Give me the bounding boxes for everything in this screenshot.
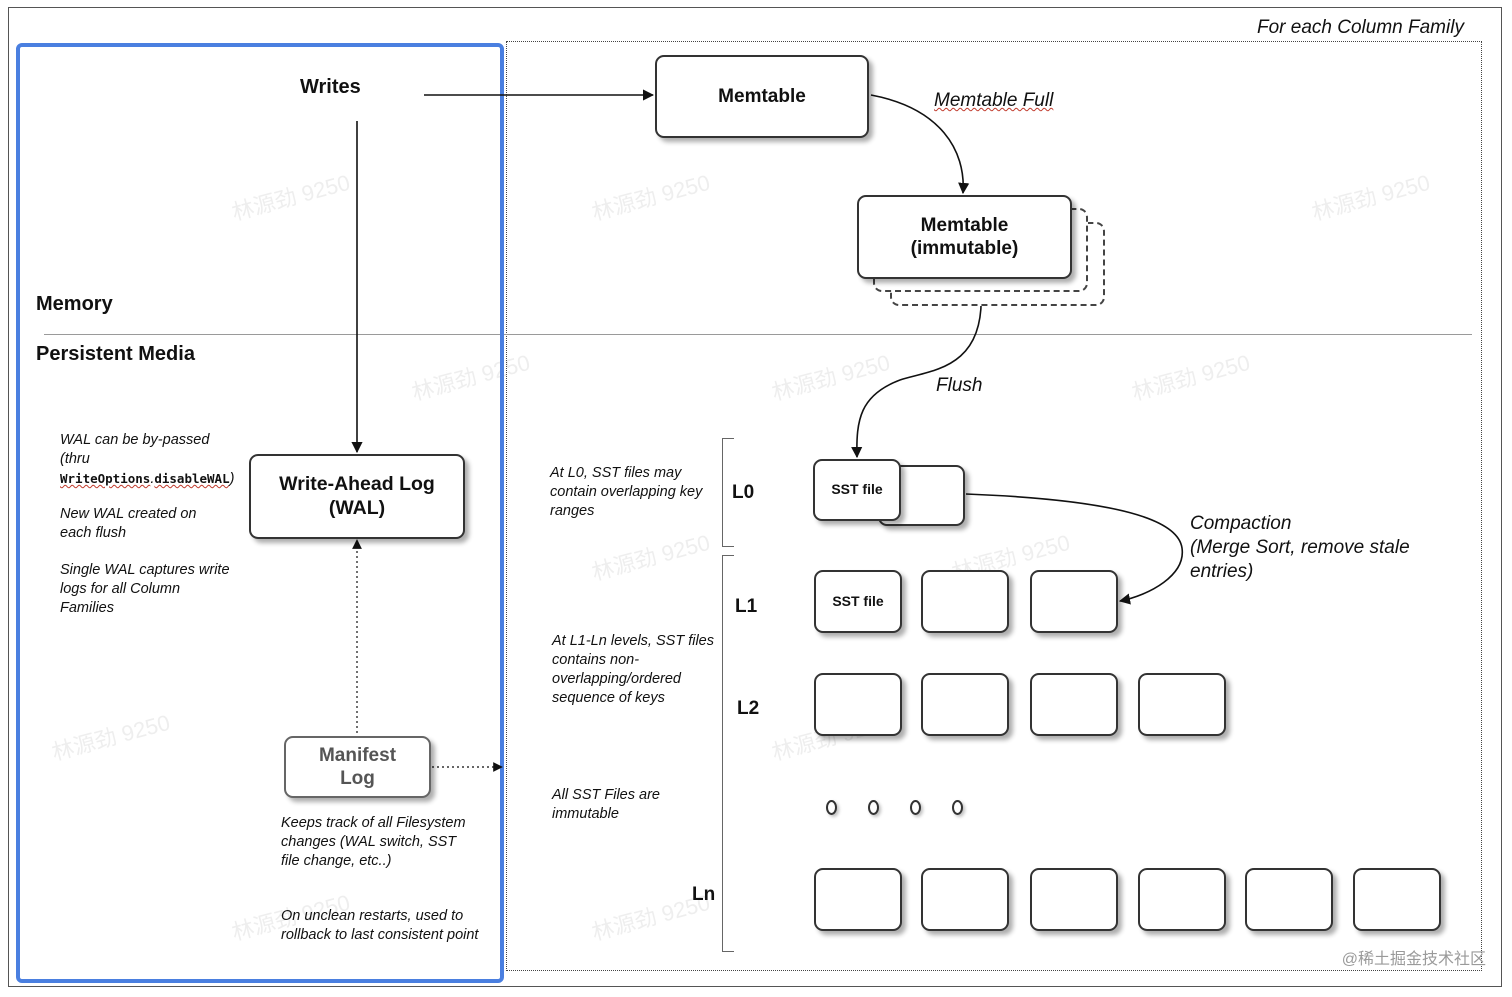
memtable-box: Memtable [655,55,869,138]
wal-box: Write-Ahead Log (WAL) [249,454,465,539]
level-ln-label: Ln [692,884,716,905]
sst-file-label: SST file [832,592,884,609]
compaction-arrow [965,493,1183,605]
wal-region [16,43,504,983]
wal-line1: Write-Ahead Log [279,472,435,495]
wal-bypass-note: WAL can be by-passed (thru WriteOptions.… [60,432,235,487]
sst-file-ln-5 [1245,868,1333,931]
sst-file-l1-1: SST file [814,570,902,633]
sst-file-ln-2 [921,868,1009,931]
flush-arrow [851,291,982,459]
l1-ln-note: At L1-Ln levels, SST files contains non-… [552,633,714,706]
manifest-line2: Log [340,768,375,789]
sst-file-l2-2 [921,673,1009,736]
sst-file-label: SST file [831,481,883,498]
immutable-note: All SST Files are immutable [552,787,660,822]
manifest-tracking-note: Keeps track of all Filesystem changes (W… [281,815,466,869]
ellipsis-dot [910,800,921,815]
outer-frame [8,7,1502,987]
wal-single-note: Single WAL captures write logs for all C… [60,562,230,616]
memtable-immutable-line2: (immutable) [910,238,1019,259]
flush-label: Flush [936,375,983,396]
memtable-full-arrow [870,94,970,195]
sst-file-l2-4 [1138,673,1226,736]
sst-file-l1-2 [921,570,1009,633]
sst-file-ln-6 [1353,868,1441,931]
memtable-immutable-line1: Memtable [920,214,1009,236]
l1-ln-bracket [722,555,734,952]
sst-file-ln-3 [1030,868,1118,931]
column-family-region [506,41,1482,971]
wal-new-per-flush-note: New WAL created on each flush [60,506,197,541]
memtable-full-label: Memtable Full [934,90,1054,111]
sst-file-l2-1 [814,673,902,736]
writes-label: Writes [300,76,361,98]
l0-bracket [722,438,734,547]
compaction-label: Compaction (Merge Sort, remove stale ent… [1190,513,1410,582]
footer-watermark: @稀土掘金技术社区 [1341,951,1486,968]
level-l2-label: L2 [737,698,760,719]
memory-persistent-divider [44,334,1472,335]
manifest-line1: Manifest [318,744,397,766]
persistent-media-section-label: Persistent Media [36,343,195,365]
ellipsis-dot [826,800,837,815]
manifest-restart-note: On unclean restarts, used to rollback to… [281,908,479,943]
manifest-log-box: Manifest Log [284,736,431,798]
ellipsis-dot [952,800,963,815]
level-l1-label: L1 [735,596,758,617]
wal-line2: (WAL) [328,496,386,519]
column-family-caption: For each Column Family [1257,17,1464,38]
memtable-immutable-box: Memtable (immutable) [857,195,1072,279]
memtable-label: Memtable [718,85,806,107]
sst-file-l2-3 [1030,673,1118,736]
sst-file-ln-4 [1138,868,1226,931]
memory-section-label: Memory [36,293,113,315]
ellipsis-dot [868,800,879,815]
sst-file-l0: SST file [813,459,901,521]
sst-file-ln-1 [814,868,902,931]
sst-file-l1-3 [1030,570,1118,633]
level-l0-label: L0 [732,482,755,503]
l0-note: At L0, SST files may contain overlapping… [550,465,703,519]
